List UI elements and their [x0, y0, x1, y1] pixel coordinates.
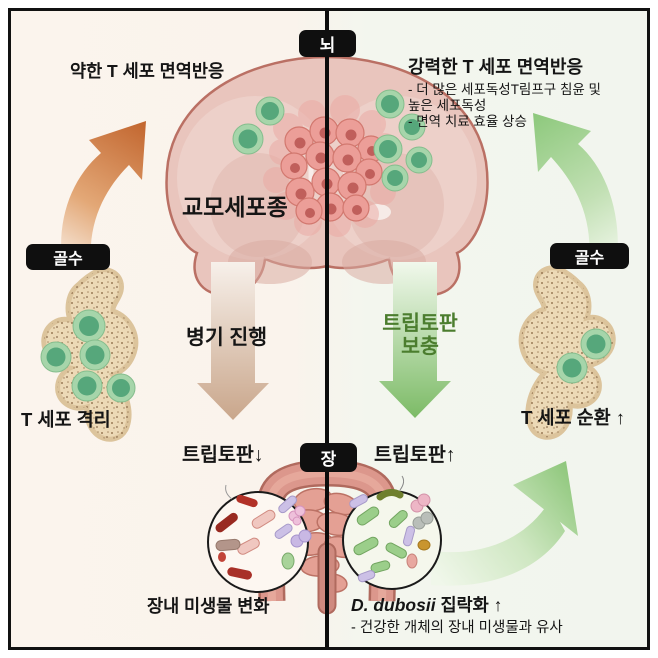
tryptophan-up-label: 트립토판↑ — [374, 444, 456, 466]
disease-progression-label: 병기 진행 — [186, 326, 268, 349]
microbiome-effect-arrow-icon — [431, 461, 578, 586]
t-cells-brain-icons — [232, 89, 433, 192]
bone-marrow-right-tag: 골수 — [550, 243, 629, 269]
supplement-down-arrow-icon — [379, 262, 451, 418]
strong-immune-response-bullets: - 더 많은 세포독성T림프구 침윤 및 높은 세포독성 - 면역 치료 효율 … — [408, 82, 601, 129]
gut-tag: 장 — [300, 443, 357, 472]
dubosii-species-name: D. dubosii — [351, 595, 436, 615]
bone-marrow-left-illustration — [40, 267, 139, 442]
dubosii-colonization-text: 집락화 ↑ — [435, 595, 503, 615]
weak-immune-response-title: 약한 T 세포 면역반응 — [70, 61, 225, 81]
glioblastoma-label: 교모세포종 — [182, 194, 288, 220]
dubosii-colonization-caption: D. dubosii 집락화 ↑ — [351, 595, 502, 615]
bone-marrow-left-tag: 골수 — [26, 244, 110, 270]
progression-down-arrow-icon — [197, 262, 269, 420]
brain-tag: 뇌 — [299, 30, 356, 57]
microbiome-circle-right — [342, 475, 442, 590]
t-cell-sequestration-label: T 세포 격리 — [21, 409, 111, 430]
marrow-to-brain-arrow-icon — [61, 121, 146, 262]
t-cell-circulation-label: T 세포 순환 ↑ — [521, 407, 626, 428]
tryptophan-down-label: 트립토판↓ — [182, 444, 264, 466]
dubosii-subcaption: - 건강한 개체의 장내 미생물과 유사 — [351, 620, 563, 636]
center-divider-line — [325, 11, 329, 647]
microbiome-circle-left — [207, 484, 312, 593]
marrow-to-brain-arrow-green-icon — [533, 113, 618, 262]
tryptophan-supplement-label: 트립토판 보충 — [382, 312, 458, 358]
bone-marrow-right-illustration — [518, 265, 616, 440]
strong-immune-response-title: 강력한 T 세포 면역반응 — [408, 57, 584, 77]
microbiome-change-caption: 장내 미생물 변화 — [147, 596, 270, 616]
